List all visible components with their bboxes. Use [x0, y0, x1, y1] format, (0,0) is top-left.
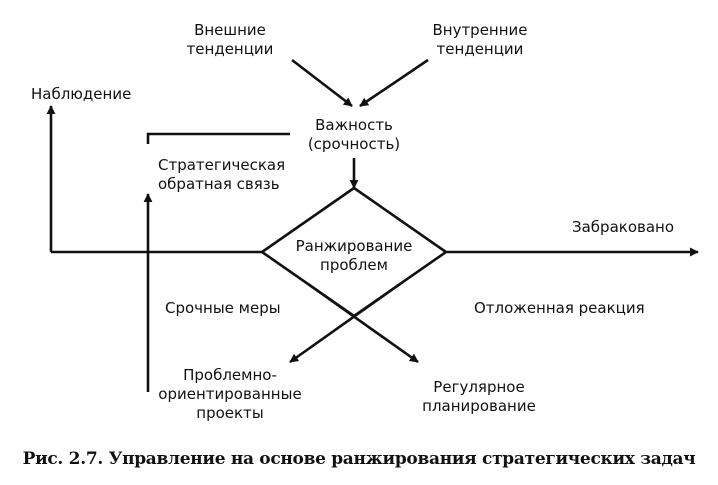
ranking-label: Ранжирование проблем [295, 237, 413, 274]
flow-diagram [46, 58, 699, 392]
arrow-to-regular-planning [307, 282, 419, 364]
arrow-internal-to-importance [359, 58, 429, 108]
regular-planning-label: Регулярное планирование [422, 378, 536, 415]
observation-label: Наблюдение [31, 85, 132, 103]
importance-label: Важность (срочность) [307, 116, 401, 153]
arrow-external-to-importance [291, 58, 353, 108]
strategic-feedback-loop [146, 132, 290, 144]
rejected-label: Забраковано [572, 218, 675, 236]
internal-trends-label: Внутренние тенденции [432, 21, 528, 58]
external-trends-label: Внешние тенденции [186, 21, 274, 58]
arrow-to-problem-projects [289, 282, 401, 364]
strategic-feedback-label: Стратегическая обратная связь [158, 156, 286, 193]
figure-caption: Рис. 2.7. Управление на основе ранжирова… [22, 449, 696, 469]
delayed-reaction-label: Отложенная реакция [474, 299, 645, 317]
urgent-measures-label: Срочные меры [165, 299, 281, 317]
problem-projects-label: Проблемно- ориентированные проекты [158, 366, 302, 422]
